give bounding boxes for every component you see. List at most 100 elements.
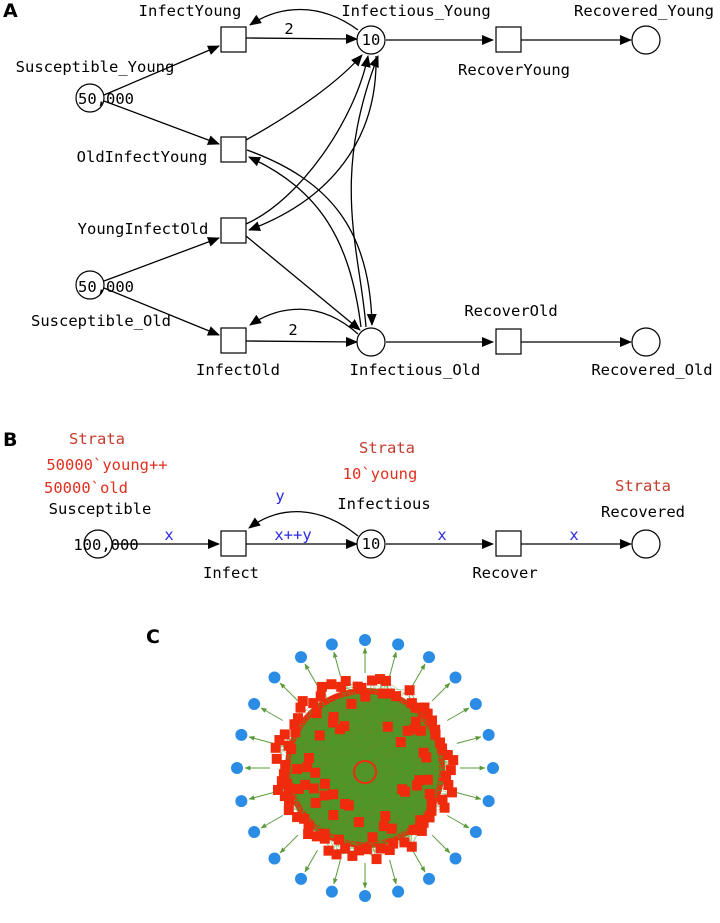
network-transition-node <box>437 743 448 754</box>
network-transition-node <box>384 845 395 856</box>
network-transition-node <box>316 681 327 692</box>
strata-title-infectious: Strata <box>359 439 415 457</box>
transition-recover[interactable] <box>495 530 522 557</box>
network-outer-edge <box>389 651 397 677</box>
place-recovered-old[interactable] <box>631 327 661 357</box>
network-transition-node <box>302 762 313 773</box>
transition-recover-young[interactable] <box>495 26 522 53</box>
network-transition-node <box>292 713 303 724</box>
tokens-infectious: 10 <box>362 535 381 553</box>
network-transition-node <box>386 823 397 834</box>
network-place-node <box>268 671 281 684</box>
weight-infect-old: 2 <box>288 321 297 339</box>
network-transition-node <box>448 755 459 766</box>
network-transition-node <box>415 725 426 736</box>
network-transition-node <box>409 724 420 735</box>
panel-a-arcs <box>103 8 632 347</box>
network-place-node <box>248 698 261 710</box>
network-transition-node <box>283 740 294 751</box>
network-transition-node <box>319 828 330 839</box>
place-infectious[interactable] <box>356 529 386 559</box>
network-place-node <box>449 852 462 865</box>
network-outer-edge <box>389 859 397 885</box>
network-transition-node <box>289 719 300 730</box>
network-transition-node <box>378 821 389 832</box>
place-susceptible-young[interactable] <box>75 83 105 113</box>
network-transition-node <box>340 843 351 854</box>
network-transition-node <box>280 760 291 771</box>
network-outer-edge <box>304 663 318 686</box>
network-outer-edge <box>304 850 318 873</box>
network-transition-node <box>442 750 453 761</box>
network-edge <box>298 757 427 790</box>
network-place-node <box>359 634 371 646</box>
network-transition-node <box>326 679 337 690</box>
transition-recover-old[interactable] <box>495 328 522 355</box>
network-edge <box>366 759 454 850</box>
network-outer-edge <box>248 792 274 800</box>
network-transition-node <box>399 837 410 848</box>
network-transition-node <box>426 805 437 816</box>
network-edge <box>288 721 416 747</box>
transition-young-infect-old[interactable] <box>220 217 247 244</box>
network-transition-node <box>295 702 306 713</box>
place-infectious-old[interactable] <box>356 327 386 357</box>
network-outer-edge <box>260 707 283 721</box>
place-recovered[interactable] <box>631 529 661 559</box>
network-transition-node <box>300 779 311 790</box>
network-transition-node <box>418 747 429 758</box>
network-place-node <box>325 638 338 651</box>
tokens-susceptible: 100,000 <box>73 536 138 554</box>
network-place-node <box>295 651 307 664</box>
arc-susceptible-young-to-infect-young <box>103 45 220 96</box>
network-place-node <box>482 795 495 808</box>
network-outer-edge <box>333 651 341 677</box>
panel-c: C <box>146 626 499 902</box>
network-edge <box>275 747 430 818</box>
network-edge <box>332 722 454 761</box>
network-transition-node <box>308 698 319 709</box>
network-edge <box>288 722 334 746</box>
label-recover-young: RecoverYoung <box>458 61 570 79</box>
network-edge <box>382 693 413 847</box>
network-place-node <box>392 638 405 651</box>
network-transition-node <box>328 789 339 800</box>
network-outer-edge <box>412 663 426 686</box>
network-edge <box>291 748 451 771</box>
network-edge <box>404 734 436 792</box>
transition-infect[interactable] <box>220 530 247 557</box>
network-place-node <box>469 826 482 838</box>
network-edge <box>316 712 414 831</box>
network-transition-node <box>445 765 456 776</box>
network-edge <box>333 716 388 727</box>
arc-susceptible-young-to-old-infect-young <box>103 100 220 145</box>
place-infectious-young[interactable] <box>356 25 386 55</box>
network-transition-node <box>404 685 415 696</box>
network-transition-node <box>272 784 283 795</box>
network-outer-edge <box>456 736 482 744</box>
place-recovered-young[interactable] <box>631 25 661 55</box>
transition-old-infect-young[interactable] <box>220 136 247 163</box>
network-transition-node <box>279 729 290 740</box>
transition-infect-old[interactable] <box>220 327 247 354</box>
place-susceptible-old[interactable] <box>75 270 105 300</box>
arc-young-infect-old-to-infectious-old <box>245 235 361 331</box>
label-infectious-young: Infectious_Young <box>341 2 490 20</box>
network-edge <box>315 757 427 774</box>
network-transition-node <box>354 845 365 856</box>
network-edge <box>285 764 360 851</box>
network-transition-node <box>339 721 350 732</box>
place-susceptible[interactable] <box>83 529 113 559</box>
network-transition-node <box>419 702 430 713</box>
network-transition-node <box>402 725 413 736</box>
transition-infect-young[interactable] <box>220 26 247 53</box>
network-edge <box>365 696 415 730</box>
network-transition-node <box>380 811 391 822</box>
network-place-node <box>248 826 261 838</box>
network-outer-edge <box>431 834 451 854</box>
network-transition-node <box>443 780 454 791</box>
arclabel-infect-to-i: x++y <box>274 526 311 544</box>
network-edge <box>324 693 391 796</box>
network-transition-node <box>311 831 322 842</box>
